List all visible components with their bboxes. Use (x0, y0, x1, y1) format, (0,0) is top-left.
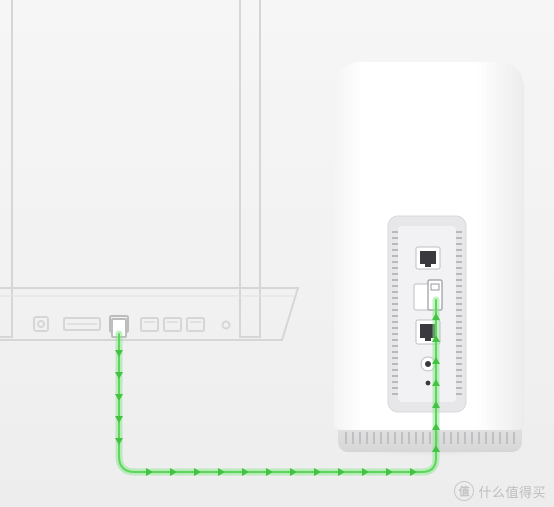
device-panel-vents (392, 231, 462, 395)
cable-direction-arrows (115, 313, 440, 476)
router-body (0, 287, 300, 341)
ethernet-cable (115, 296, 440, 476)
router-reset-slot (63, 317, 101, 331)
router-lan-port-1 (140, 317, 159, 332)
router-outline (0, 0, 300, 341)
watermark-text: 什么值得买 (478, 485, 546, 501)
router-power-port (33, 316, 49, 332)
router-lan-port-2 (163, 317, 182, 332)
router-antenna-right (239, 0, 261, 338)
watermark: 值 什么值得买 (454, 481, 546, 501)
router-reset-button (221, 320, 231, 330)
router-antenna-left (0, 0, 13, 338)
router-lan-port-3 (186, 317, 205, 332)
white-cylinder-router (334, 62, 524, 452)
device-reset-hole (425, 380, 431, 386)
watermark-logo-icon: 值 (454, 481, 475, 501)
